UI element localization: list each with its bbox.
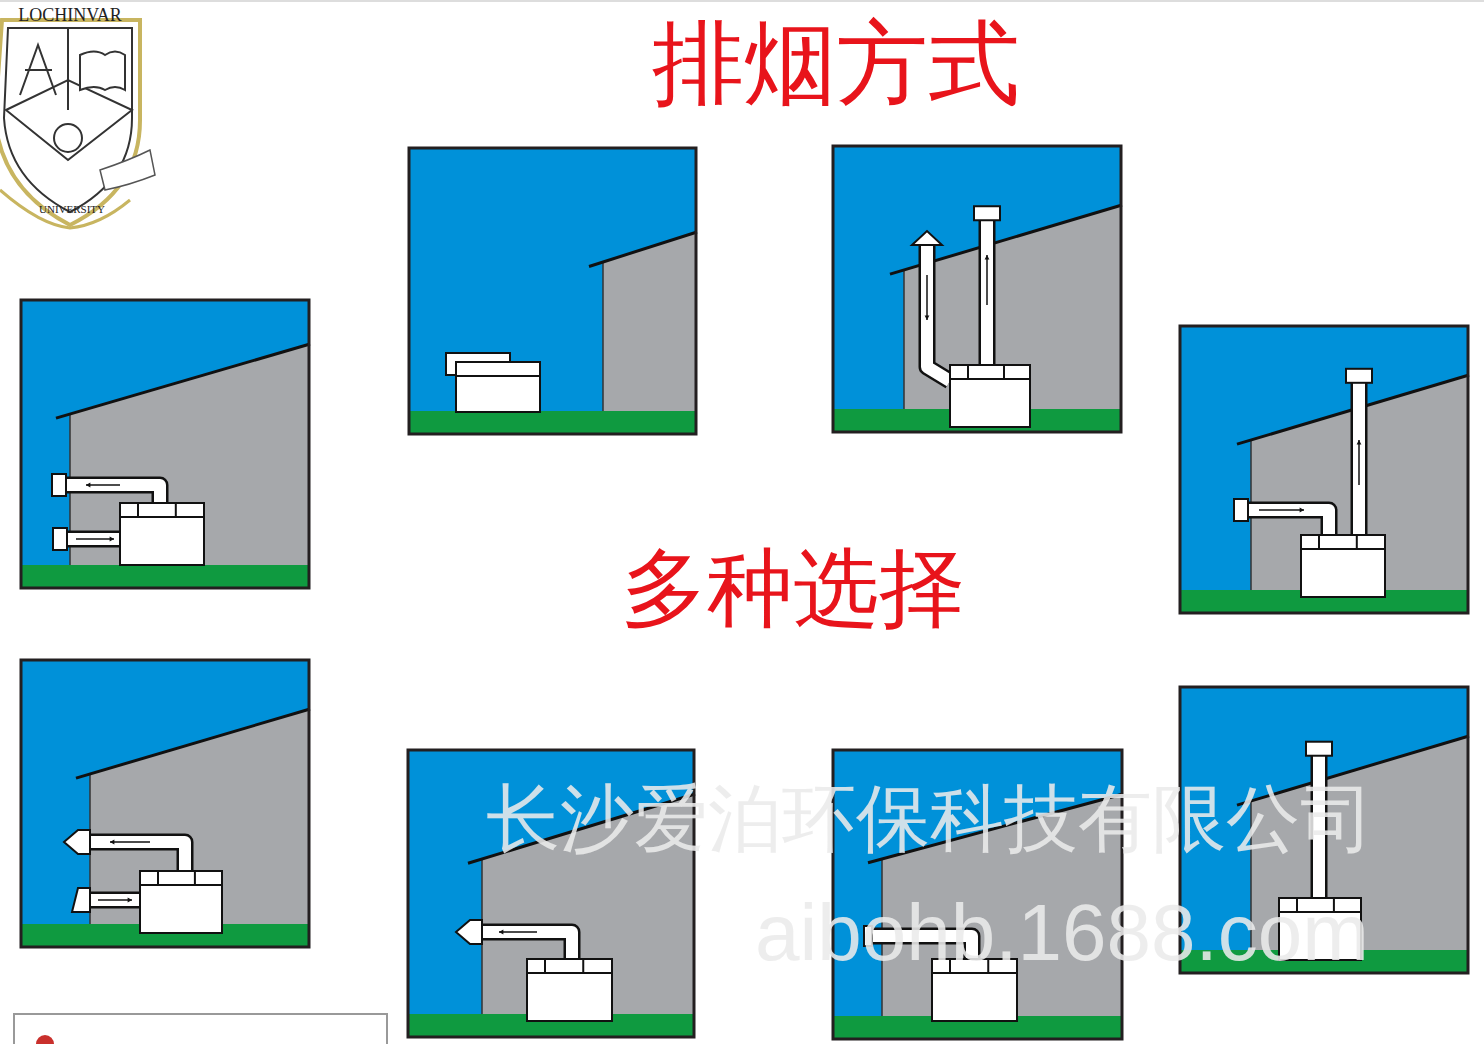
logo-university: UNIVERSITY <box>39 204 105 215</box>
subtitle: 多种选择 <box>621 546 965 632</box>
wall-vent-cone-two-pipe <box>20 659 310 948</box>
watermark-url: aibohb.1688.com <box>755 893 1369 973</box>
roof-vent-two-pipe <box>832 145 1122 433</box>
wall-intake-roof-exhaust <box>1179 325 1469 614</box>
title: 排烟方式 <box>652 18 1020 110</box>
no-vent <box>408 147 697 435</box>
logo-name: LOCHINVAR <box>18 6 122 24</box>
top-rule <box>0 1 1484 2</box>
card-edge <box>14 1014 387 1044</box>
card-icon <box>36 1035 54 1044</box>
logo <box>0 20 155 228</box>
watermark-company: 长沙爱泊环保科技有限公司 <box>486 782 1374 856</box>
wall-vent-two-pipe <box>20 299 310 589</box>
